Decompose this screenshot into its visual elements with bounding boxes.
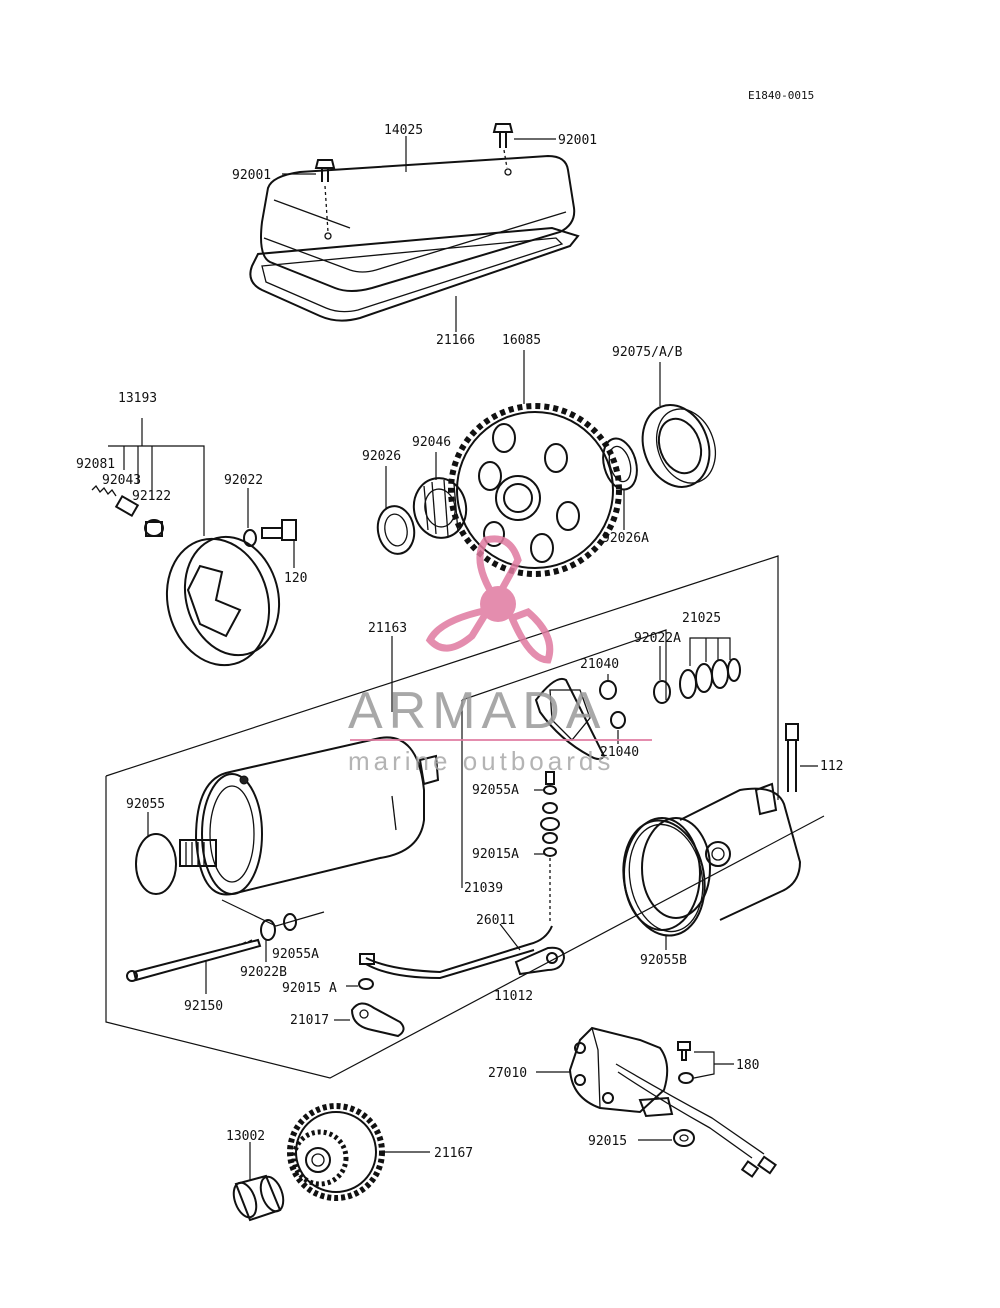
part-label-21163: 21163: [368, 621, 407, 636]
part-label-26011: 26011: [476, 913, 515, 928]
shim-92075: [641, 404, 716, 488]
washers-21025: [679, 658, 741, 699]
part-label-92015: 92015: [588, 1134, 627, 1149]
terminal-stack: [540, 771, 560, 922]
washer-92022A: [653, 680, 671, 704]
part-label-16085: 16085: [502, 333, 541, 348]
part-label-92001-right: 92001: [558, 133, 597, 148]
part-label-92022A: 92022A: [634, 631, 681, 646]
leader-13193-bracket: [108, 418, 205, 536]
propeller-logo: [425, 535, 554, 664]
armada-watermark: ARMADA marine outboards: [348, 535, 652, 776]
washer-92022B: [260, 919, 276, 941]
part-label-180: 180: [736, 1058, 759, 1073]
part-label-11012: 11012: [494, 989, 533, 1004]
part-label-92022: 92022: [224, 473, 263, 488]
part-label-92001-left: 92001: [232, 168, 271, 183]
roller-92122: [144, 519, 164, 537]
pin-92043: [114, 494, 140, 518]
oring-92055B: [622, 819, 706, 937]
part-label-92150: 92150: [184, 999, 223, 1014]
part-label-92026: 92026: [362, 449, 401, 464]
part-label-92055B: 92055B: [640, 953, 687, 968]
part-label-92122: 92122: [132, 489, 171, 504]
washer-92026-inner: [384, 513, 408, 547]
bolt-112: [785, 723, 799, 792]
part-label-92081: 92081: [76, 457, 115, 472]
terminal-21017: [350, 1002, 405, 1038]
part-label-21040-bottom: 21040: [600, 745, 639, 760]
bolts-180: [677, 1041, 694, 1084]
leader-21025: [689, 637, 731, 666]
part-label-14025: 14025: [384, 123, 423, 138]
leader-26011: [499, 923, 521, 951]
bolt-92001-left: [314, 159, 336, 233]
washer-92026A: [602, 437, 638, 491]
cable-26011: [359, 925, 553, 980]
gasket-21166: [249, 226, 580, 322]
part-label-13002: 13002: [226, 1129, 265, 1144]
part-label-112: 112: [820, 759, 843, 774]
part-label-13193: 13193: [118, 391, 157, 406]
reference-code: E1840-0015: [748, 89, 814, 102]
oring-92055A-low: [283, 913, 297, 931]
washer-92022: [243, 529, 257, 547]
nut-92015: [673, 1129, 695, 1147]
washer-92026A-inner: [608, 445, 632, 483]
part-label-92046: 92046: [412, 435, 451, 450]
nut-92015A-low: [358, 978, 374, 990]
bearing-92046: [412, 477, 468, 539]
leader-front-bracket: [221, 899, 325, 927]
watermark-tagline: marine outboards: [348, 746, 614, 776]
clutch-13193: [165, 535, 281, 667]
part-label-92015A-mid: 92015A: [472, 847, 519, 862]
part-label-92055A-mid: 92055A: [472, 783, 519, 798]
gear-16085: [448, 403, 622, 577]
brush-plate: [534, 678, 606, 760]
part-label-92026A: 92026A: [602, 531, 649, 546]
bolt-120: [261, 519, 297, 541]
part-label-21040-top: 21040: [580, 657, 619, 672]
leader-21163-box: [105, 555, 825, 1079]
insulator-21040-bottom: [610, 711, 626, 729]
bolt-92150: [126, 938, 262, 982]
gear-21167: [287, 1103, 385, 1201]
leader-21039-box: [461, 629, 667, 888]
part-label-120: 120: [284, 571, 307, 586]
cover-14025: [260, 154, 576, 292]
part-label-92075: 92075/A/B: [612, 345, 683, 360]
part-label-21039: 21039: [464, 881, 503, 896]
part-label-21166: 21166: [436, 333, 475, 348]
oring-92055: [135, 833, 177, 895]
part-label-21025: 21025: [682, 611, 721, 626]
washer-92026: [376, 505, 416, 555]
part-label-21167: 21167: [434, 1146, 473, 1161]
spring-92081: [91, 484, 117, 497]
solenoid-27010: [568, 1026, 777, 1178]
part-label-92055A-low: 92055A: [272, 947, 319, 962]
part-label-21017: 21017: [290, 1013, 329, 1028]
bushing-13002: [232, 1174, 285, 1222]
part-label-92015A-low: 92015 A: [282, 981, 337, 996]
part-label-92022B: 92022B: [240, 965, 287, 980]
terminal-11012: [514, 946, 566, 976]
starter-motor: [179, 736, 440, 896]
leader-180: [693, 1051, 734, 1079]
part-label-92043: 92043: [102, 473, 141, 488]
bolt-92001-right: [492, 123, 514, 169]
part-label-92055: 92055: [126, 797, 165, 812]
part-label-27010: 27010: [488, 1066, 527, 1081]
watermark-brand: ARMADA: [348, 682, 606, 740]
